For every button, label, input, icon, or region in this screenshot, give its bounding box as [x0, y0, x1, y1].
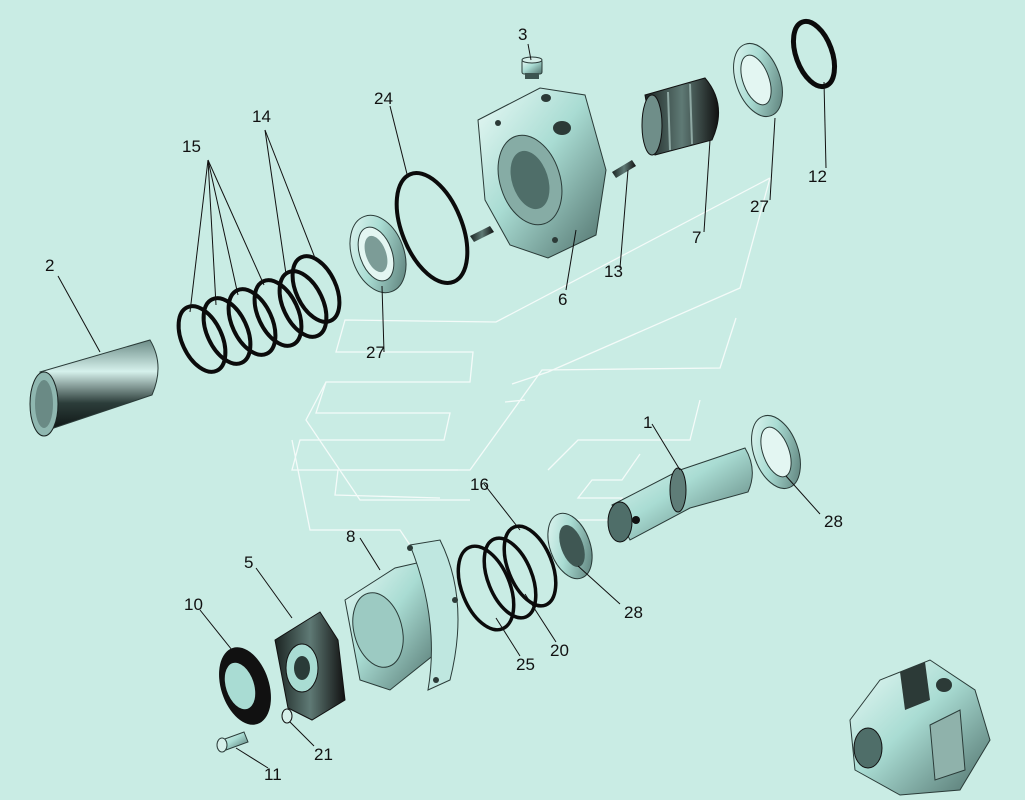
- cover-5: [274, 611, 346, 721]
- label-27-left: 27: [366, 343, 385, 362]
- label-12: 13: [604, 262, 623, 281]
- leader-lines: [57, 43, 827, 769]
- bearing-28-lower: [547, 512, 593, 580]
- label-1: 1: [643, 413, 652, 432]
- o-ring-24: [394, 171, 470, 285]
- pin-left-of-housing: [470, 226, 494, 242]
- label-6: 6: [558, 290, 567, 309]
- washer-10: [219, 647, 271, 725]
- assembled-unit-view: [849, 659, 991, 796]
- housing-6: [477, 87, 607, 259]
- label-20: 11: [264, 765, 282, 784]
- callout-labels: 2 3 15 14 24 27 6 13 7 27 12 1 28 16 8 5…: [45, 25, 843, 784]
- label-10: 10: [184, 595, 203, 614]
- flange-housing-8: [344, 539, 459, 691]
- label-3: 3: [518, 25, 527, 44]
- bearing-28-upper: [751, 415, 801, 489]
- label-24: 24: [374, 89, 393, 108]
- ring-21: [281, 708, 293, 724]
- label-2: 2: [45, 256, 54, 275]
- label-5: 5: [244, 553, 253, 572]
- bushing-7: [641, 77, 720, 156]
- label-13: 14: [252, 107, 271, 126]
- label-8: 8: [346, 527, 355, 546]
- snap-ring-11: [790, 18, 838, 90]
- label-16: 20: [550, 641, 569, 660]
- label-21: 21: [314, 745, 333, 764]
- label-14: 15: [182, 137, 201, 156]
- bolt-20: [216, 731, 249, 753]
- label-25: 25: [516, 655, 535, 674]
- bearing-27-left: [349, 214, 407, 294]
- label-15: 16: [470, 475, 489, 494]
- label-27-right: 27: [750, 197, 769, 216]
- o-ring-stack: [176, 254, 342, 374]
- plug-3: [521, 56, 543, 79]
- shaft-1: [607, 447, 753, 543]
- bearing-27-right: [733, 43, 783, 117]
- label-11: 12: [808, 167, 827, 186]
- label-28-lower: 28: [624, 603, 643, 622]
- label-28-upper: 28: [824, 512, 843, 531]
- label-7: 7: [692, 228, 701, 247]
- assembly-guide-lines: [291, 177, 771, 546]
- sleeve-tube: [29, 339, 159, 437]
- pin-12: [612, 160, 636, 178]
